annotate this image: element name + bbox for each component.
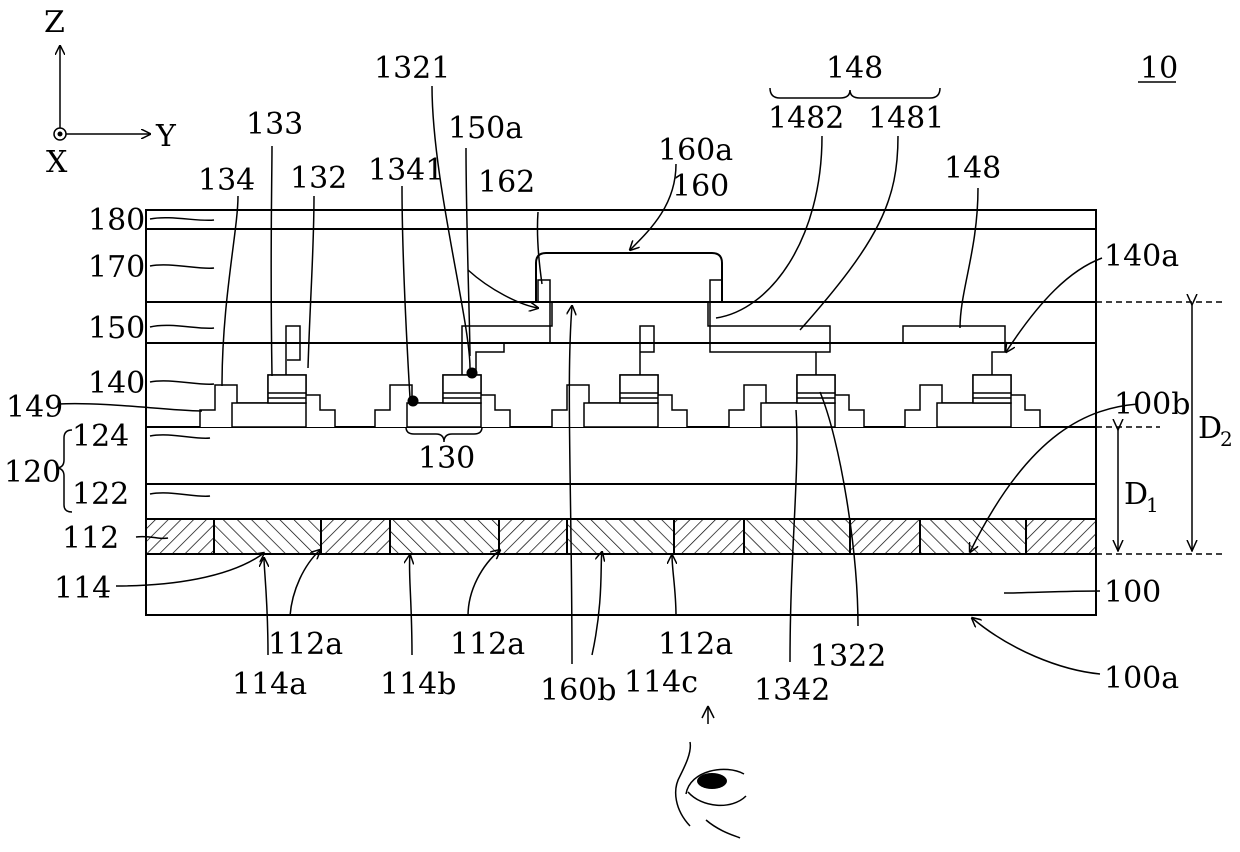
color-filter-layer <box>146 519 1096 554</box>
label-124: 124 <box>72 419 129 454</box>
label-170: 170 <box>88 250 145 285</box>
label-122: 122 <box>72 477 129 512</box>
figure-number: 10 <box>1140 51 1178 86</box>
label-112a-3: 112a <box>658 627 733 662</box>
label-162: 162 <box>478 165 535 200</box>
axis-z-label: Z <box>44 5 65 40</box>
d2-label: D <box>1198 411 1222 446</box>
label-1341: 1341 <box>368 153 444 188</box>
label-148: 148 <box>944 151 1001 186</box>
d1-label: D <box>1124 477 1148 512</box>
label-1342: 1342 <box>754 673 830 708</box>
label-112: 112 <box>62 521 119 556</box>
label-112a-1: 112a <box>268 627 343 662</box>
label-1481: 1481 <box>868 101 944 136</box>
label-150: 150 <box>88 311 145 346</box>
axis-indicator: Z Y X <box>44 5 177 180</box>
label-114b: 114b <box>380 667 456 702</box>
label-148-group: 148 <box>826 51 883 86</box>
label-100b: 100b <box>1114 387 1190 422</box>
label-140a: 140a <box>1104 239 1179 274</box>
label-180: 180 <box>88 203 145 238</box>
transistor-units <box>200 302 1040 427</box>
label-160a: 160a <box>658 133 733 168</box>
label-134: 134 <box>198 163 255 198</box>
label-100a: 100a <box>1104 661 1179 696</box>
label-112a-2: 112a <box>450 627 525 662</box>
label-100: 100 <box>1104 575 1161 610</box>
label-130: 130 <box>418 441 475 476</box>
label-120: 120 <box>4 455 61 490</box>
axis-y-label: Y <box>155 119 177 154</box>
label-1482: 1482 <box>768 101 844 136</box>
axis-x-label: X <box>46 145 68 180</box>
viewer-eye-icon <box>676 706 746 838</box>
label-114c: 114c <box>624 665 698 700</box>
label-150a: 150a <box>448 111 523 146</box>
d1-subscript: 1 <box>1146 493 1159 517</box>
label-140: 140 <box>88 366 145 401</box>
d2-subscript: 2 <box>1220 427 1233 451</box>
dimensions: D 1 D 2 <box>1096 302 1233 554</box>
label-132: 132 <box>290 161 347 196</box>
label-114: 114 <box>54 571 111 606</box>
label-1322: 1322 <box>810 639 886 674</box>
label-1321: 1321 <box>374 51 450 86</box>
label-149: 149 <box>6 390 63 425</box>
label-160b: 160b <box>540 673 616 708</box>
micro-element-160 <box>536 253 722 343</box>
top-labels: 134 133 132 1341 1321 150a 162 160a 160 … <box>198 51 1179 274</box>
label-160: 160 <box>672 169 729 204</box>
label-133: 133 <box>246 107 303 142</box>
label-114a: 114a <box>232 667 307 702</box>
